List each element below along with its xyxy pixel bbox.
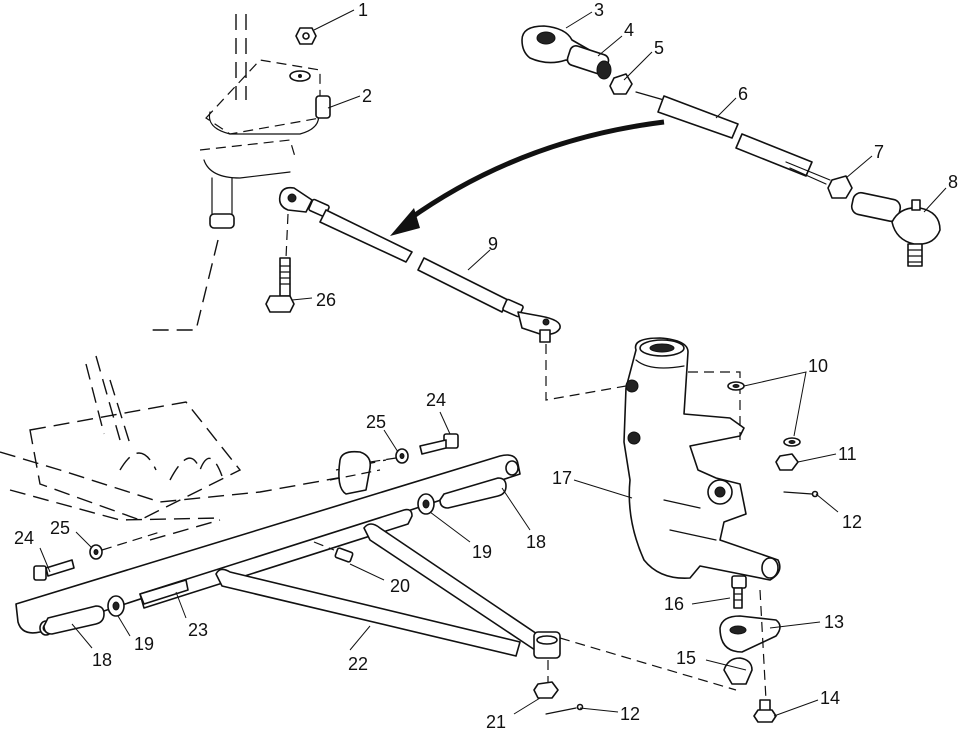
part-17-spindle-knuckle — [623, 337, 781, 581]
part-23-tube — [139, 579, 189, 605]
callout-4: 4 — [624, 20, 634, 40]
part-1-nut — [295, 27, 317, 45]
callout-18-right: 18 — [526, 532, 546, 552]
callout-8: 8 — [948, 172, 958, 192]
part-22-a-arm — [15, 454, 561, 659]
callout-11: 11 — [838, 444, 857, 464]
callout-21: 21 — [486, 712, 506, 731]
callout-23: 23 — [188, 620, 208, 640]
callout-18-left: 18 — [92, 650, 112, 670]
callout-7: 7 — [874, 142, 884, 162]
callout-15: 15 — [676, 648, 696, 668]
callout-1: 1 — [358, 0, 368, 20]
callout-25-left: 25 — [50, 518, 70, 538]
callout-leaders — [39, 9, 947, 717]
part-26-bolt — [265, 213, 295, 313]
callout-16: 16 — [664, 594, 684, 614]
callout-labels: 1 2 3 4 5 6 7 8 9 10 11 12 12 13 14 15 1… — [14, 0, 958, 731]
bushings-and-washers — [43, 477, 507, 635]
callout-12-lower: 12 — [620, 704, 640, 724]
callout-9: 9 — [488, 234, 498, 254]
callout-19-right: 19 — [472, 542, 492, 562]
callout-6: 6 — [738, 84, 748, 104]
lower-ball-joint-hardware — [533, 637, 737, 715]
callout-2: 2 — [362, 86, 372, 106]
frame-section — [0, 355, 387, 541]
part-20-grease-fitting — [313, 541, 354, 563]
callout-14: 14 — [820, 688, 840, 708]
callout-12-upper: 12 — [842, 512, 862, 532]
pivot-bolts — [33, 433, 459, 581]
callout-26: 26 — [316, 290, 336, 310]
callout-25-right: 25 — [366, 412, 386, 432]
callout-20: 20 — [390, 576, 410, 596]
callout-24-right: 24 — [426, 390, 446, 410]
assembly-direction-arrow — [390, 119, 665, 236]
callout-13: 13 — [824, 612, 844, 632]
tie-rod-end-assembly — [521, 25, 941, 267]
knuckle-hardware — [727, 381, 819, 498]
callout-24-left: 24 — [14, 528, 34, 548]
ball-joint-hardware — [719, 575, 781, 723]
callout-10: 10 — [808, 356, 828, 376]
callout-22: 22 — [348, 654, 368, 674]
steering-post-assembly — [150, 14, 331, 331]
callout-19-left: 19 — [134, 634, 154, 654]
callout-17: 17 — [552, 468, 572, 488]
callout-5: 5 — [654, 38, 664, 58]
part-9-tie-rod — [278, 186, 627, 401]
callout-3: 3 — [594, 0, 604, 20]
